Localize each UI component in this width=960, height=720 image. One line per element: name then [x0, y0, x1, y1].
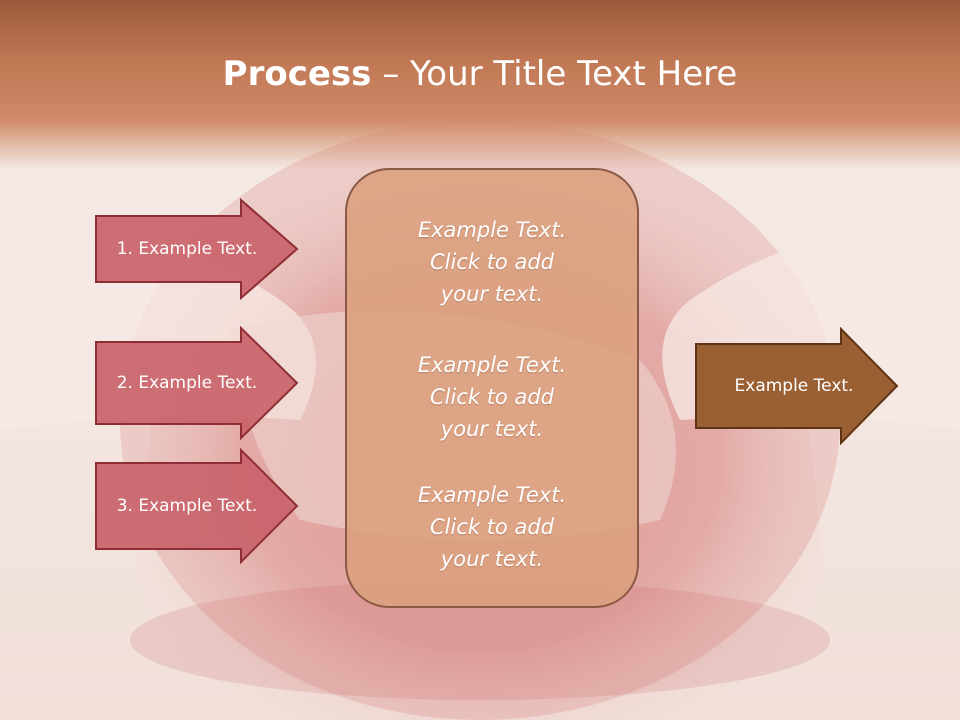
arrow-shape — [95, 198, 299, 300]
center-item-line: Click to add — [429, 250, 554, 274]
left-arrow-1-label: 1. Example Text. — [116, 239, 258, 259]
center-item-line: Click to add — [429, 515, 554, 539]
center-item-1: Example Text. Click to add your text. — [347, 214, 637, 310]
title-separator: – — [371, 54, 411, 94]
center-item-line: your text. — [440, 547, 544, 571]
center-item-line: your text. — [440, 417, 544, 441]
left-arrow-3-label: 3. Example Text. — [116, 496, 258, 516]
arrow-shape — [95, 326, 299, 440]
title-band — [0, 0, 960, 170]
center-item-line: your text. — [440, 282, 544, 306]
center-item-line: Click to add — [429, 385, 554, 409]
center-item-line: Example Text. — [417, 218, 567, 242]
center-item-2: Example Text. Click to add your text. — [347, 349, 637, 445]
right-arrow-label: Example Text. — [734, 376, 854, 396]
arrow-shape — [695, 327, 899, 445]
left-arrow-1[interactable]: 1. Example Text. — [94, 198, 300, 300]
center-item-line: Example Text. — [417, 483, 567, 507]
center-item-line: Example Text. — [417, 353, 567, 377]
left-arrow-2[interactable]: 2. Example Text. — [94, 326, 300, 440]
center-item-3: Example Text. Click to add your text. — [347, 479, 637, 575]
title-rest: Your Title Text Here — [410, 54, 738, 94]
right-arrow[interactable]: Example Text. — [694, 327, 900, 445]
left-arrow-2-label: 2. Example Text. — [116, 373, 258, 393]
left-arrow-3[interactable]: 3. Example Text. — [94, 448, 300, 564]
arrow-shape — [95, 448, 299, 564]
slide-title[interactable]: Process – Your Title Text Here — [0, 52, 960, 96]
center-text-box[interactable]: Example Text. Click to add your text. Ex… — [345, 168, 639, 608]
title-bold: Process — [222, 54, 372, 94]
